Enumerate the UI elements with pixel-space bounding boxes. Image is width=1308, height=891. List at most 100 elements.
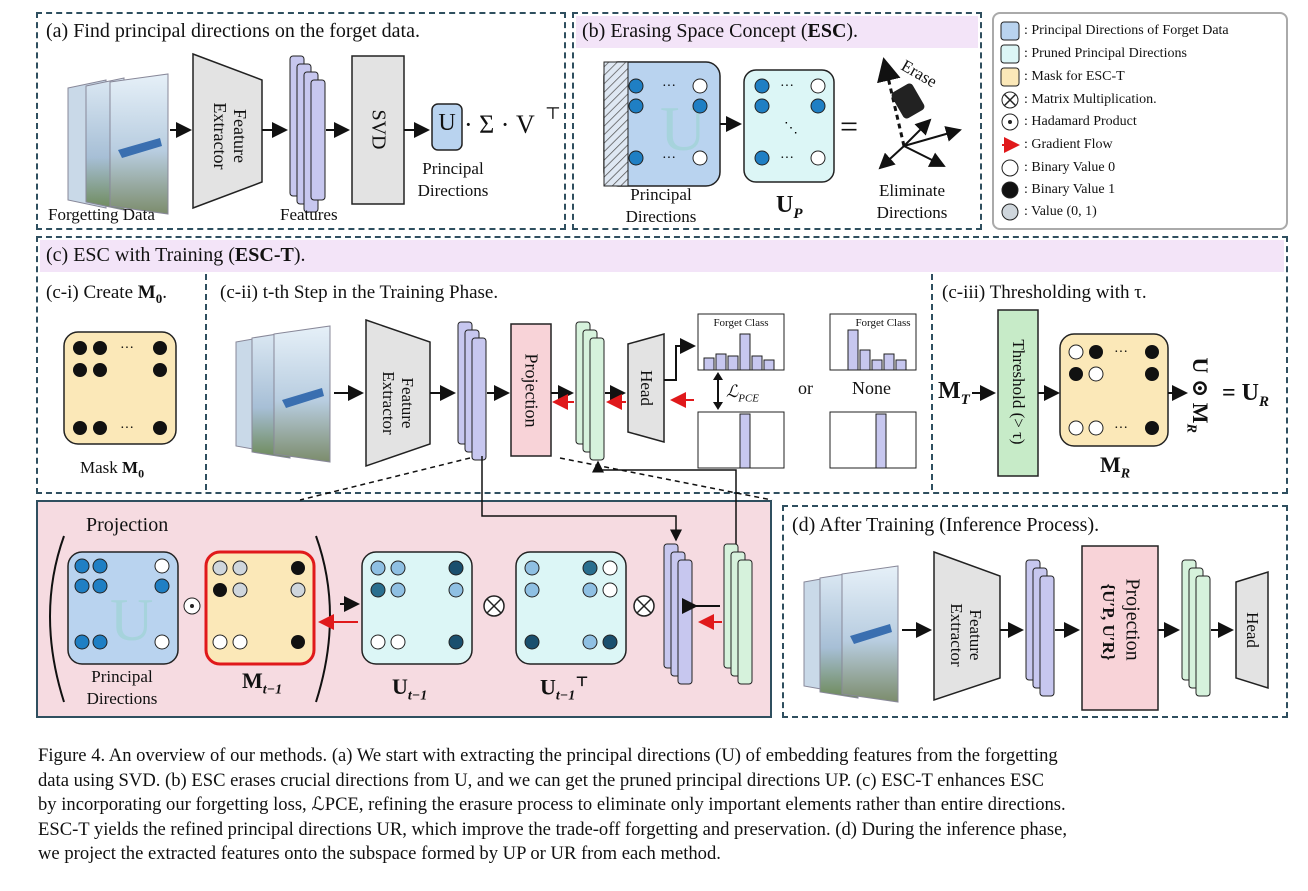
u-box-label: U	[438, 110, 456, 136]
legend-item-binary1: : Binary Value 1	[1024, 182, 1116, 197]
none-histogram	[829, 313, 917, 371]
panel-d-title: (d) After Training (Inference Process).	[792, 514, 1100, 536]
diagram-canvas: U ······ ······ ⋱ ·	[49, 21, 1269, 711]
caption-line: Figure 4. An overview of our methods. (a…	[38, 745, 1058, 766]
svg-text:···: ···	[780, 79, 794, 94]
projection-c-label: Projection	[521, 353, 542, 428]
legend-item-hadamard: : Hadamard Product	[1024, 114, 1137, 129]
head-c	[627, 333, 665, 443]
caption-line: by incorporating our forgetting loss, ℒP…	[38, 794, 1066, 816]
mask-m0-label: Mask M0	[80, 458, 145, 481]
up-label: UP	[776, 192, 803, 222]
svg-text:···: ···	[662, 151, 676, 166]
legend-item-value01: : Value (0, 1)	[1024, 204, 1097, 219]
legend-icons	[1000, 21, 1020, 221]
svg-text:···: ···	[1114, 421, 1128, 436]
feature-extractor-a-label: Feature Extractor	[210, 102, 250, 170]
projection-d-label: Projection	[1121, 578, 1144, 661]
projection-d-set: {U′P, U′R}	[1099, 583, 1118, 661]
threshold-box	[997, 309, 1039, 477]
zoom-mask-matrix	[204, 550, 316, 666]
ci-title: (c-i) Create M0.	[46, 282, 167, 306]
panel-c-title: (c) ESC with Training (ESC-T).	[46, 244, 306, 266]
legend-item-matmul: : Matrix Multiplication.	[1024, 92, 1157, 107]
ur-label: = UR	[1222, 380, 1270, 410]
projection-box-d	[1081, 545, 1159, 711]
erase-direction-arrows	[877, 57, 962, 170]
pruned-matrix-up: ··· ··· ⋱	[743, 69, 835, 183]
mr-matrix: ··· ···	[1059, 333, 1169, 447]
zoom-u-label: Ut−1	[392, 674, 428, 704]
svd-label: SVD	[367, 109, 390, 150]
svg-text:···: ···	[780, 151, 794, 166]
panel-b-header	[576, 16, 978, 48]
zoom-principal-label: Principal Directions	[86, 667, 158, 708]
or-label: or	[798, 378, 813, 398]
panel-a	[36, 12, 566, 230]
principal-directions-matrix-b: U ······	[603, 61, 721, 187]
zoom-features-green	[723, 543, 753, 685]
figure-caption: Figure 4. An overview of our methods. (a…	[38, 744, 1288, 867]
zoom-features-blue	[663, 543, 693, 685]
panel-b	[572, 12, 982, 230]
ciii-title: (c-iii) Thresholding with τ.	[942, 282, 1147, 303]
legend-item-binary0: : Binary Value 0	[1024, 160, 1116, 175]
feature-extractor-c	[365, 318, 431, 468]
forget-class-label-a: Forget Class	[713, 317, 769, 329]
zoom-ut-label: Ut−1⊤	[540, 674, 589, 704]
legend-item-forget: : Principal Directions of Forget Data	[1024, 23, 1229, 38]
otimes-icon-2	[633, 595, 655, 617]
legend-item-gradient: : Gradient Flow	[1024, 137, 1113, 152]
projection-box-c	[510, 323, 552, 457]
forget-class-label-b: Forget Class	[855, 317, 911, 329]
svg-text:···: ···	[120, 341, 134, 356]
forgetting-data-images	[67, 73, 169, 215]
features-label: Features	[280, 205, 338, 224]
caption-line: we project the extracted features onto t…	[38, 843, 721, 865]
mask-m0-matrix: ······	[63, 331, 177, 445]
loss-label: ℒPCE	[726, 382, 760, 405]
svg-text:···: ···	[1114, 345, 1128, 360]
equals-sign: =	[840, 108, 859, 144]
features-stack-a	[289, 55, 326, 213]
forget-class-histogram	[697, 313, 785, 371]
zoom-ut-matrix	[515, 551, 627, 665]
zoom-projection-label: Projection	[86, 514, 169, 536]
feature-extractor-d	[933, 550, 1001, 702]
u-box-a	[431, 103, 463, 151]
panel-d	[782, 505, 1288, 718]
none-label: None	[852, 378, 891, 398]
legend-box	[992, 12, 1288, 230]
target-histogram-b	[829, 411, 917, 469]
features-stack-c	[457, 321, 487, 461]
panel-c	[36, 236, 1288, 494]
projected-features-c	[575, 321, 605, 461]
principal-directions-b-label: Principal Directions	[625, 185, 697, 226]
legend-item-pruned: : Pruned Principal Directions	[1024, 46, 1187, 61]
feature-extractor-a	[192, 52, 263, 210]
svg-text:U: U	[110, 587, 153, 653]
inference-images	[803, 565, 899, 703]
principal-directions-a-label: Principal Directions	[417, 159, 489, 200]
panel-c-header	[40, 240, 1284, 272]
otimes-icon-1	[483, 595, 505, 617]
eliminate-directions-label: Eliminate Directions	[876, 181, 948, 222]
usv-text: · Σ · V	[464, 110, 535, 139]
feature-extractor-c-label: Feature Extractor	[379, 371, 417, 435]
panel-b-title: (b) Erasing Space Concept (ESC).	[582, 20, 859, 42]
u-odot-mr: U ⊙ MR	[1183, 357, 1213, 433]
target-histogram-a	[697, 411, 785, 469]
panel-a-title: (a) Find principal directions on the for…	[46, 20, 420, 42]
zoom-principal-matrix: U	[67, 551, 179, 665]
head-c-label: Head	[637, 370, 656, 406]
mt-label: MT	[938, 378, 970, 408]
cii-title: (c-ii) t-th Step in the Training Phase.	[220, 282, 499, 303]
features-stack-d	[1025, 559, 1055, 697]
forgetting-data-label: Forgetting Data	[48, 205, 155, 224]
mr-label: MR	[1100, 452, 1131, 482]
svg-text:⋱: ⋱	[784, 121, 798, 136]
feature-extractor-d-label: Feature Extractor	[947, 603, 985, 667]
head-d	[1235, 570, 1269, 690]
caption-line: ESC-T yields the refined principal direc…	[38, 818, 1068, 840]
training-images	[235, 325, 331, 463]
